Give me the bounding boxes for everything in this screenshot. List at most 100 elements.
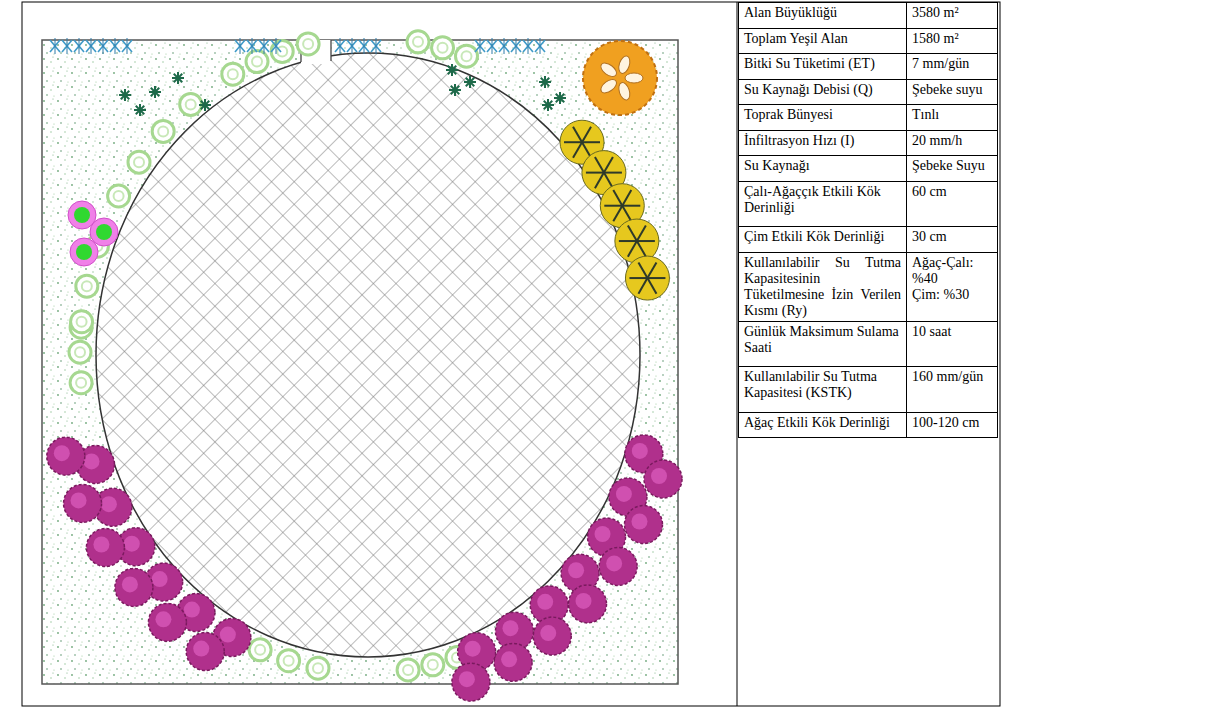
tree-branch: [637, 240, 655, 242]
flower-shrub: [452, 663, 490, 701]
table-row: Ağaç Etkili Kök Derinliği100-120 cm: [739, 413, 998, 438]
grass-symbol: [528, 38, 529, 54]
flower-shrub: [599, 547, 637, 585]
shrub-symbol: [246, 51, 268, 73]
table-row: Toprak BünyesiTınlı: [739, 105, 998, 131]
shrub-symbol: [456, 45, 478, 67]
shrub-symbol: [76, 378, 86, 388]
flower-shrub: [148, 603, 186, 641]
flower-shrub: [651, 468, 667, 484]
groundcover-symbol: [466, 78, 474, 86]
flower-shrub: [47, 437, 85, 475]
table-cell-text: Çim: %30: [912, 287, 992, 303]
groundcover-symbol: [174, 74, 182, 82]
flower-shrub: [540, 625, 556, 641]
tree-branch: [622, 190, 631, 206]
tree-branch: [647, 262, 656, 278]
table-row: İnfiltrasyon Hızı (I) 20 mm/h: [739, 131, 998, 156]
shrub-symbol: [422, 654, 444, 676]
shrub-symbol: [432, 37, 454, 59]
tree-branch: [604, 173, 613, 189]
shrub-symbol: [462, 51, 472, 61]
table-row: Su Kaynağı Şebeke Suyu: [739, 156, 998, 182]
table-cell-text: 30 cm: [912, 229, 992, 245]
flower-shrub: [644, 460, 682, 498]
shrub-symbol: [108, 185, 130, 207]
flower-shrub: [101, 496, 117, 512]
shrub-symbol: [297, 33, 319, 55]
table-cell-text: Ağaç Etkili Kök Derinliği: [744, 415, 901, 431]
flower-shrub: [595, 526, 611, 542]
table-cell-text: Çim Etkili Kök Derinliği: [744, 229, 901, 245]
flower-shrub: [568, 562, 584, 578]
flower-shrub: [115, 568, 153, 606]
table-cell-text: İnfiltrasyon Hızı (I): [744, 133, 901, 149]
grass-symbol: [55, 38, 56, 54]
shrub-symbol: [76, 275, 98, 297]
flower-shrub: [631, 514, 647, 530]
table-cell: Şebeke Suyu: [907, 156, 998, 182]
plant-symbols: [47, 31, 682, 701]
flower-shrub: [155, 611, 171, 627]
flower-shrub: [533, 617, 571, 655]
shrub-symbol: [397, 659, 419, 681]
shrub-symbol: [307, 657, 329, 679]
shrub-symbol: [82, 281, 92, 291]
table-cell: 3580 m²: [907, 3, 998, 29]
table-cell: Kullanılabilir Su Tutma Kapasitesi (KSTK…: [739, 367, 907, 413]
tree-branch: [582, 141, 600, 143]
flower-shrub: [186, 633, 224, 671]
table-cell: 10 saat: [907, 322, 998, 367]
table-cell: 1580 m²: [907, 29, 998, 54]
flower-shrub: [184, 602, 200, 618]
table-cell-text: Günlük Maksimum Sulama Saati: [744, 324, 901, 356]
site-boundary: [42, 40, 678, 684]
shrub-symbol: [271, 40, 293, 62]
tree-leaf: [625, 73, 643, 83]
tree-branch: [619, 240, 637, 242]
groundcover-symbol: [451, 86, 459, 94]
table-cell-text: Kullanılabilir Su Tutma Kapasitesinin Tü…: [744, 255, 901, 319]
tree-leaf: [598, 77, 618, 96]
table-cell: Ağaç Etkili Kök Derinliği: [739, 413, 907, 438]
tree-branch: [586, 172, 604, 174]
table-cell: 20 mm/h: [907, 131, 998, 156]
flower-shrub: [494, 643, 532, 681]
table-row: Çalı-Ağaççık Etkili Kök Derinliği60 cm: [739, 182, 998, 227]
tree-branch: [622, 205, 640, 207]
table-cell: Kullanılabilir Su Tutma Kapasitesinin Tü…: [739, 253, 907, 322]
tree-branch: [638, 278, 647, 294]
tree-branch: [564, 141, 582, 143]
tree-leaf: [598, 60, 618, 79]
table-cell-text: Su Kaynağı: [744, 158, 901, 174]
tree-branch: [637, 241, 646, 257]
table-cell-text: Tınlı: [912, 107, 992, 123]
grass-symbol: [480, 38, 481, 54]
table-cell: Alan Büyüklüğü: [739, 3, 907, 29]
tree-leaf: [617, 55, 632, 75]
grass-symbol: [91, 38, 92, 54]
table-row: Kullanılabilir Su Tutma Kapasitesinin Tü…: [739, 253, 998, 322]
data-table: Alan Büyüklüğü3580 m²Toplam Yeşil Alan15…: [738, 2, 998, 438]
groundcover-symbol: [151, 88, 159, 96]
table-cell: 60 cm: [907, 182, 998, 227]
tree-branch: [604, 157, 613, 173]
grass-symbol: [79, 38, 80, 54]
shrub-symbol: [277, 46, 287, 56]
tree-branch: [628, 241, 637, 257]
flower-shrub: [152, 571, 168, 587]
table-cell-text: Çalı-Ağaççık Etkili Kök Derinliği: [744, 184, 901, 216]
shrub-symbol: [413, 37, 423, 47]
outer-frame: [22, 2, 1000, 706]
flower-shrub: [64, 484, 102, 522]
flower-symbol: [96, 224, 112, 240]
flower-shrub: [93, 536, 109, 552]
groundcover-symbol: [136, 106, 144, 114]
flower-shrub: [501, 651, 517, 667]
table-cell-text: 20 mm/h: [912, 133, 992, 149]
flower-shrub: [465, 641, 481, 657]
groundcover-symbol: [541, 78, 549, 86]
tree-branch: [604, 172, 622, 174]
flower-symbol: [76, 244, 92, 260]
